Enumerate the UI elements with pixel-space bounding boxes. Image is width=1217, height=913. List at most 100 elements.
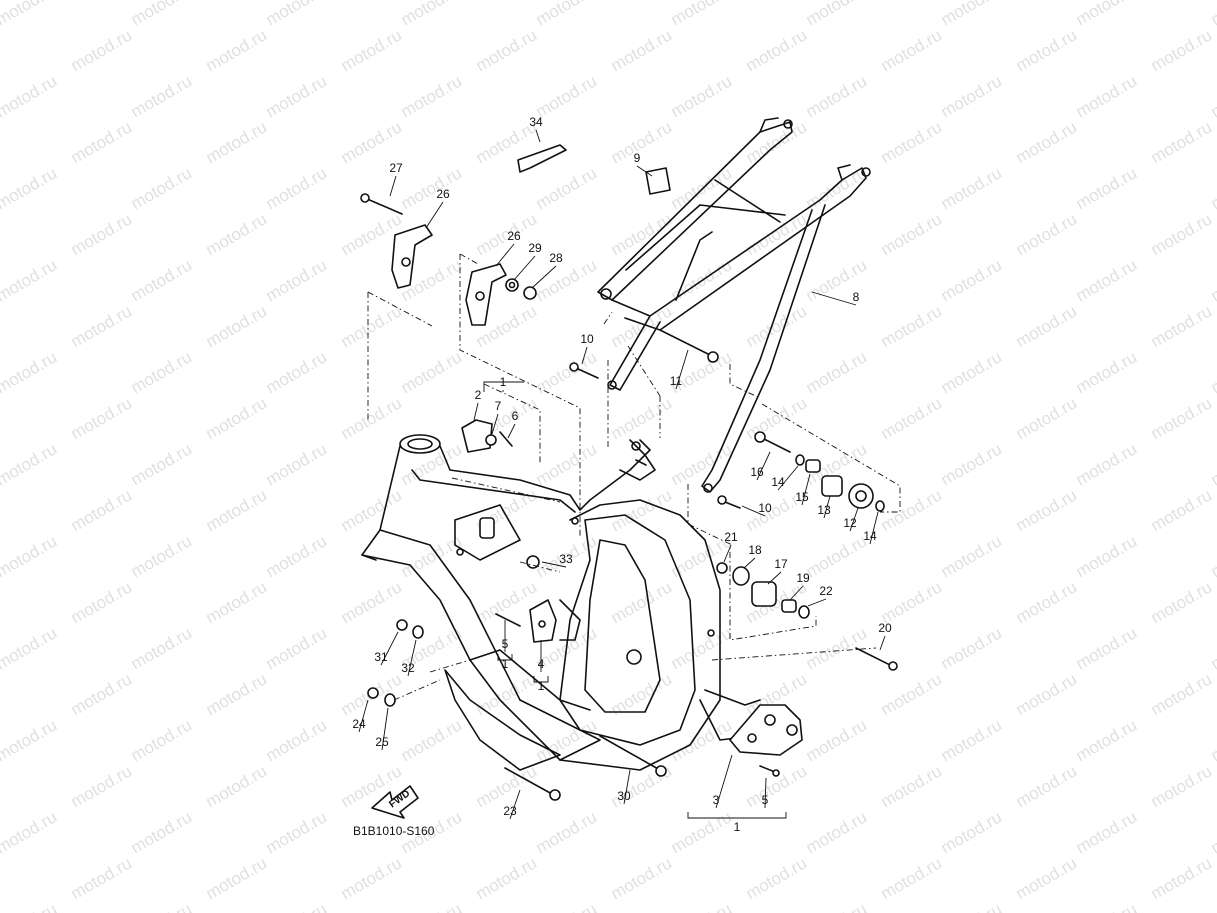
- watermark-text: motod.ru: [1013, 577, 1081, 627]
- watermark-text: motod.ru: [1073, 531, 1141, 581]
- watermark-text: motod.ru: [1073, 255, 1141, 305]
- watermark-text: motod.ru: [0, 439, 60, 489]
- callout-label-18: 18: [748, 543, 762, 557]
- watermark-text: motod.ru: [68, 301, 136, 351]
- callout-label-34: 34: [529, 115, 543, 129]
- watermark-text: motod.ru: [803, 255, 871, 305]
- watermark-text: motod.ru: [398, 899, 466, 913]
- callout-label-16: 16: [750, 465, 764, 479]
- watermark-text: motod.ru: [1013, 301, 1081, 351]
- watermark-text: motod.ru: [203, 485, 271, 535]
- watermark-text: motod.ru: [338, 393, 406, 443]
- watermark-text: motod.ru: [533, 163, 601, 213]
- callout-label-31: 31: [374, 650, 388, 664]
- watermark-text: motod.ru: [878, 669, 946, 719]
- watermark-text: motod.ru: [68, 25, 136, 75]
- callout-leader: [473, 402, 479, 421]
- watermark-text: motod.ru: [0, 899, 60, 913]
- watermark-text: motod.ru: [668, 71, 736, 121]
- watermark-text: motod.ru: [1148, 485, 1216, 535]
- watermark-text: motod.ru: [68, 853, 136, 903]
- watermark-text: motod.ru: [938, 255, 1006, 305]
- watermark-text: motod.ru: [473, 25, 541, 75]
- callout-label-28: 28: [549, 251, 563, 265]
- watermark-text: motod.ru: [128, 715, 196, 765]
- watermark-text: motod.ru: [203, 761, 271, 811]
- watermark-text: motod.ru: [0, 807, 60, 857]
- watermark-text: motod.ru: [1073, 0, 1141, 29]
- watermark-text: motod.ru: [398, 347, 466, 397]
- callout-label-20: 20: [878, 621, 892, 635]
- watermark-text: motod.ru: [1013, 209, 1081, 259]
- watermark-text: motod.ru: [938, 623, 1006, 673]
- watermark-text: motod.ru: [263, 715, 331, 765]
- callout-label-7: 7: [495, 399, 502, 413]
- watermark-text: motod.ru: [1208, 807, 1217, 857]
- watermark-text: motod.ru: [263, 71, 331, 121]
- watermark-text: motod.ru: [533, 439, 601, 489]
- watermark-text: motod.ru: [533, 255, 601, 305]
- main-frame: [361, 434, 761, 771]
- watermark-text: motod.ru: [128, 899, 196, 913]
- callout-label-23: 23: [503, 804, 517, 818]
- watermark-text: motod.ru: [203, 117, 271, 167]
- watermark-text: motod.ru: [938, 71, 1006, 121]
- watermark-text: motod.ru: [68, 669, 136, 719]
- watermark-text: motod.ru: [608, 117, 676, 167]
- watermark-text: motod.ru: [128, 531, 196, 581]
- watermark-text: motod.ru: [743, 25, 811, 75]
- watermark-text: motod.ru: [668, 623, 736, 673]
- callout-leader: [743, 557, 756, 569]
- callout-label-27: 27: [389, 161, 403, 175]
- callout-label-2: 2: [475, 388, 482, 402]
- callout-label-1: 1: [502, 657, 509, 671]
- watermark-text: motod.ru: [68, 117, 136, 167]
- watermark-text: motod.ru: [1073, 347, 1141, 397]
- callout-label-9: 9: [634, 151, 641, 165]
- assembly-outlines: [367, 253, 901, 701]
- watermark-text: motod.ru: [878, 117, 946, 167]
- watermark-text: motod.ru: [743, 393, 811, 443]
- callout-label-11: 11: [670, 374, 683, 388]
- watermark-text: motod.ru: [668, 439, 736, 489]
- watermark-text: motod.ru: [338, 301, 406, 351]
- callout-leader: [623, 769, 631, 805]
- callout-leader: [381, 707, 389, 751]
- callout-label-17: 17: [774, 557, 788, 571]
- watermark-text: motod.ru: [263, 439, 331, 489]
- watermark-text: motod.ru: [68, 485, 136, 535]
- callout-leader: [789, 585, 804, 601]
- watermark-text: motod.ru: [203, 301, 271, 351]
- watermark-text: motod.ru: [68, 761, 136, 811]
- watermark-text: motod.ru: [803, 715, 871, 765]
- watermark-text: motod.ru: [263, 347, 331, 397]
- callout-label-25: 25: [375, 735, 389, 749]
- watermark-text: motod.ru: [938, 439, 1006, 489]
- watermark-text: motod.ru: [743, 761, 811, 811]
- callout-leader: [741, 505, 766, 517]
- group-bracket: [483, 381, 524, 392]
- callout-leader: [531, 265, 557, 289]
- callout-leader: [535, 129, 541, 143]
- callout-label-13: 13: [817, 503, 831, 517]
- callout-leader: [811, 291, 857, 306]
- callout-layer: 3492726262928101181276161415131214102118…: [352, 115, 892, 834]
- watermark-text: motod.ru: [203, 853, 271, 903]
- watermark-text: motod.ru: [128, 163, 196, 213]
- watermark-text: motod.ru: [803, 71, 871, 121]
- callout-leader: [507, 423, 516, 439]
- callout-leader: [541, 561, 567, 568]
- callout-label-10: 10: [580, 332, 594, 346]
- watermark-text: motod.ru: [668, 715, 736, 765]
- watermark-text: motod.ru: [263, 0, 331, 29]
- callout-leader: [358, 699, 369, 733]
- callout-label-12: 12: [843, 516, 857, 530]
- watermark-text: motod.ru: [533, 71, 601, 121]
- watermark-text: motod.ru: [668, 0, 736, 29]
- small-parts: [391, 144, 671, 643]
- watermark-text: motod.ru: [263, 531, 331, 581]
- callout-leader: [425, 201, 444, 229]
- watermark-text: motod.ru: [878, 301, 946, 351]
- watermark-text: motod.ru: [0, 347, 60, 397]
- watermark-text: motod.ru: [803, 531, 871, 581]
